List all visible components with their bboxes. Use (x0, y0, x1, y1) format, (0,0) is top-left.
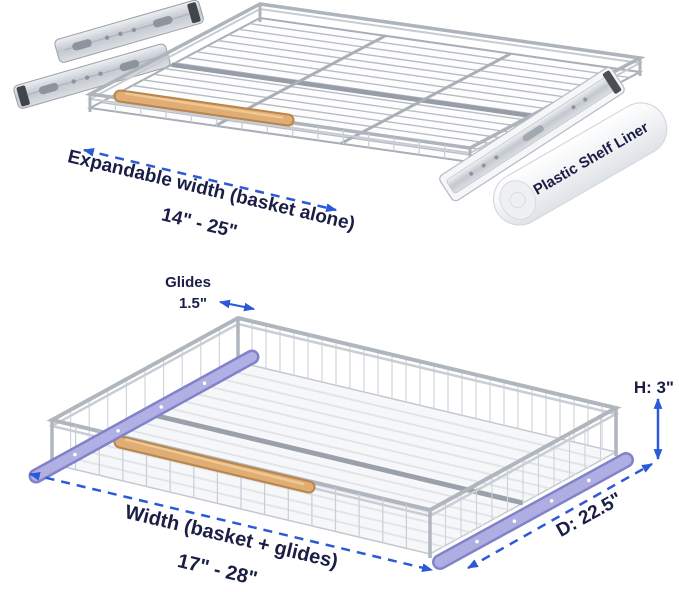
wire-line (211, 375, 590, 468)
expandable-width-range: 14" - 25" (159, 204, 239, 242)
drawer-slide-right (439, 67, 625, 202)
wire-line (196, 51, 577, 107)
assembled-view: Glides 1.5" H: 3" D: 22.5" Width (basket… (28, 274, 674, 590)
wire-basket-exploded (84, 2, 646, 166)
wooden-handle (113, 89, 295, 127)
expandable-width-arrow (82, 148, 338, 212)
width-arrow (28, 472, 434, 572)
glides-annotation: Glides 1.5" (165, 274, 256, 312)
wire-line (131, 419, 510, 512)
cross-support-bar (340, 52, 512, 145)
wire-line (164, 67, 545, 124)
height-annotation: H: 3" (634, 378, 674, 461)
glides-label: Glides (165, 274, 211, 291)
width-range: 17" - 28" (175, 550, 259, 590)
wire-line (153, 73, 534, 129)
wire-line (185, 56, 566, 113)
height-label: H: 3" (634, 378, 674, 397)
wire-line (249, 22, 630, 79)
wire-line (143, 79, 524, 135)
wire-line (174, 62, 556, 118)
wire-line (228, 34, 609, 90)
expander-bar (144, 410, 524, 506)
wire-mesh (100, 22, 630, 158)
wire-line (197, 382, 577, 475)
depth-arrow (467, 462, 653, 570)
back-wall-wires (251, 321, 603, 449)
wire-line (224, 368, 603, 461)
glides-size-label: 1.5" (179, 295, 207, 312)
glide-left (28, 349, 260, 484)
expander-bar (171, 62, 552, 122)
wire-line (132, 84, 513, 141)
exploded-view: Plastic Shelf Liner Expandable width (ba… (13, 0, 668, 243)
wire-line (100, 101, 481, 158)
expandable-width-annotation: Expandable width (basket alone) 14" - 25… (66, 146, 357, 243)
drawer-slide-left-upper (54, 0, 204, 63)
wire-line (238, 28, 619, 84)
roll-end (499, 180, 537, 220)
wire-line (206, 45, 587, 101)
glides-width-arrow (218, 299, 256, 312)
wire-line (217, 39, 598, 96)
